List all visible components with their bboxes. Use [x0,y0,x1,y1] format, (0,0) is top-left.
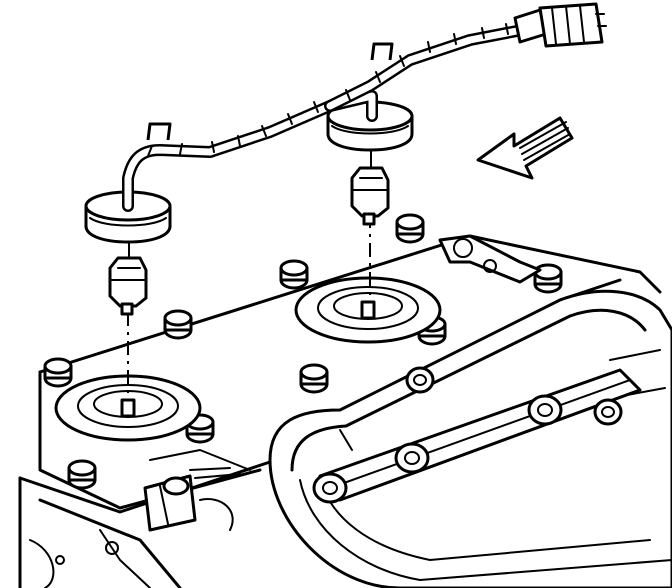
valley-cover-bolts [43,213,563,490]
injector-port [593,398,623,426]
bolt [67,459,97,490]
injector-port [405,366,435,394]
block-connector [143,474,197,532]
bracket [438,234,542,284]
injector-port [312,472,348,504]
wiring-harness [122,23,528,212]
front-sensor-bore [54,374,202,442]
front-knock-sensor [108,239,148,316]
bolt [299,363,329,394]
rear-sensor-bore [294,276,442,344]
installation-lines [127,214,371,400]
bolt [395,213,425,244]
direction-arrow [476,116,574,180]
fuel-rail [312,366,642,504]
harness-connector [513,2,607,48]
bolt [279,259,309,290]
injector-port [394,442,430,474]
front-grommet [84,190,172,244]
rear-knock-sensor [350,149,390,226]
bolt [163,309,193,340]
bolt [43,357,73,388]
injector-port [527,394,563,426]
